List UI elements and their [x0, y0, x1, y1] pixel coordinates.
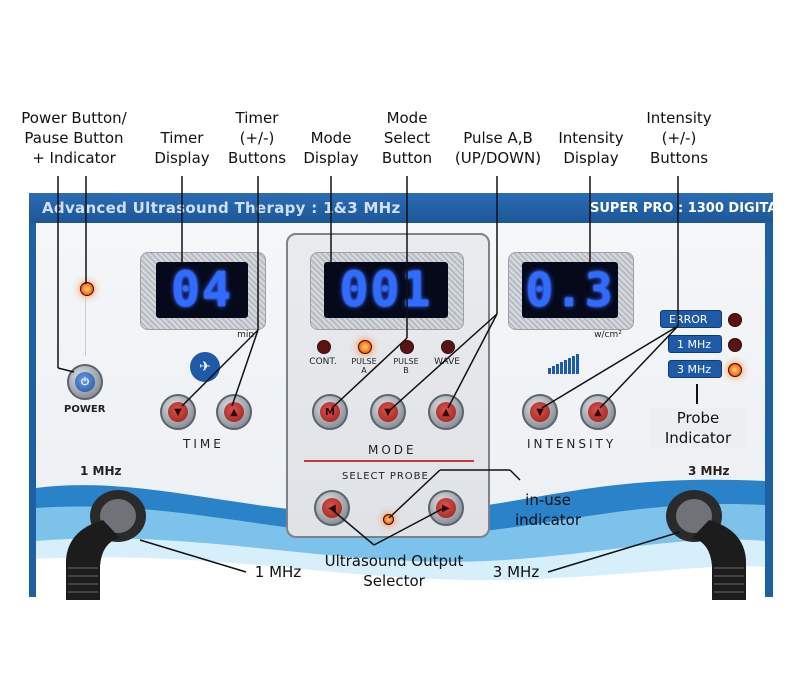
probe-led-error — [728, 313, 742, 327]
intensity-display: 0.3 — [522, 262, 618, 318]
callout-1mhz: 1 MHz — [254, 563, 302, 581]
timer-logo-icon: ✈ — [190, 352, 220, 382]
callout-intensity-display: Intensity Display — [558, 129, 624, 167]
probe-select-right-button[interactable]: ▶ — [428, 490, 464, 526]
mode-indicator-wave: WAVE — [434, 357, 460, 367]
probe-tag-error: ERROR — [660, 310, 722, 328]
pulse-up-button[interactable]: ▲ — [428, 394, 464, 430]
callout-3mhz: 3 MHz — [492, 563, 540, 581]
mode-indicator-cont: CONT. — [309, 357, 337, 367]
select-probe-label: SELECT PROBE — [342, 471, 429, 482]
pulse-down-button[interactable]: ▼ — [370, 394, 406, 430]
callout-timer-display: Timer Display — [154, 129, 210, 167]
intensity-bars-icon — [548, 354, 580, 376]
intensity-unit: w/cm² — [594, 330, 622, 340]
mode-led-wave — [441, 340, 455, 354]
power-indicator-line — [85, 296, 86, 356]
chevron-down-icon: ▼ — [168, 402, 188, 422]
header-bar — [29, 193, 773, 223]
device-model: SUPER PRO : 1300 DIGITAL — [590, 201, 786, 216]
mode-led-pulse-b — [400, 340, 414, 354]
probe-tag-1mhz: 1 MHz — [668, 335, 722, 353]
left-probe-connector — [66, 490, 146, 600]
timer-unit: min. — [237, 330, 257, 340]
callout-power: Power Button/ Pause Button + Indicator — [21, 109, 127, 167]
right-probe-connector — [666, 490, 746, 600]
chevron-right-icon: ▶ — [436, 498, 456, 518]
chevron-up-icon: ▲ — [436, 402, 456, 422]
callout-intensity-buttons: Intensity (+/-) Buttons — [646, 109, 712, 167]
mode-label: MODE — [368, 443, 417, 457]
intensity-up-button[interactable]: ▲ — [580, 394, 616, 430]
intensity-label: INTENSITY — [527, 437, 617, 451]
chevron-left-icon: ◀ — [322, 498, 342, 518]
callout-in-use: in-use indicator — [514, 491, 582, 529]
mode-display: 001 — [324, 262, 448, 318]
chevron-up-icon: ▲ — [224, 402, 244, 422]
probe-led-3mhz — [728, 363, 742, 377]
device-title: Advanced Ultrasound Therapy : 1&3 MHz — [42, 199, 401, 217]
probe-select-left-button[interactable]: ◀ — [314, 490, 350, 526]
time-label: TIME — [183, 437, 224, 451]
right-probe-label: 3 MHz — [688, 464, 730, 478]
timer-down-button[interactable]: ▼ — [160, 394, 196, 430]
mode-led-cont — [317, 340, 331, 354]
timer-up-button[interactable]: ▲ — [216, 394, 252, 430]
intensity-down-button[interactable]: ▼ — [522, 394, 558, 430]
callout-probe-indicator: Probe Indicator — [650, 408, 746, 448]
callout-pulse: Pulse A,B (UP/DOWN) — [454, 129, 542, 167]
power-button[interactable]: ⏻ — [67, 364, 103, 400]
power-indicator-led — [80, 282, 94, 296]
callout-mode-display: Mode Display — [303, 129, 359, 167]
callout-output-selector: Ultrasound Output Selector — [324, 552, 464, 590]
chevron-up-icon: ▲ — [588, 402, 608, 422]
mode-led-pulse-a — [358, 340, 372, 354]
chevron-down-icon: ▼ — [530, 402, 550, 422]
power-icon: ⏻ — [75, 372, 95, 392]
left-probe-label: 1 MHz — [80, 464, 122, 478]
in-use-indicator-led — [383, 514, 394, 525]
mode-indicator-pulse-b: PULSE B — [393, 357, 419, 375]
power-label: POWER — [64, 404, 106, 415]
probe-led-1mhz — [728, 338, 742, 352]
mode-divider — [304, 460, 474, 462]
callout-mode-select: Mode Select Button — [381, 109, 433, 167]
chevron-down-icon: ▼ — [378, 402, 398, 422]
timer-display: 04 — [156, 262, 248, 318]
probe-tag-3mhz: 3 MHz — [668, 360, 722, 378]
mode-indicator-pulse-a: PULSE A — [351, 357, 377, 375]
mode-select-button[interactable]: M — [312, 394, 348, 430]
callout-timer-buttons: Timer (+/-) Buttons — [227, 109, 287, 167]
mode-m-icon: M — [320, 402, 340, 422]
probe-indicator-tick — [696, 384, 698, 404]
